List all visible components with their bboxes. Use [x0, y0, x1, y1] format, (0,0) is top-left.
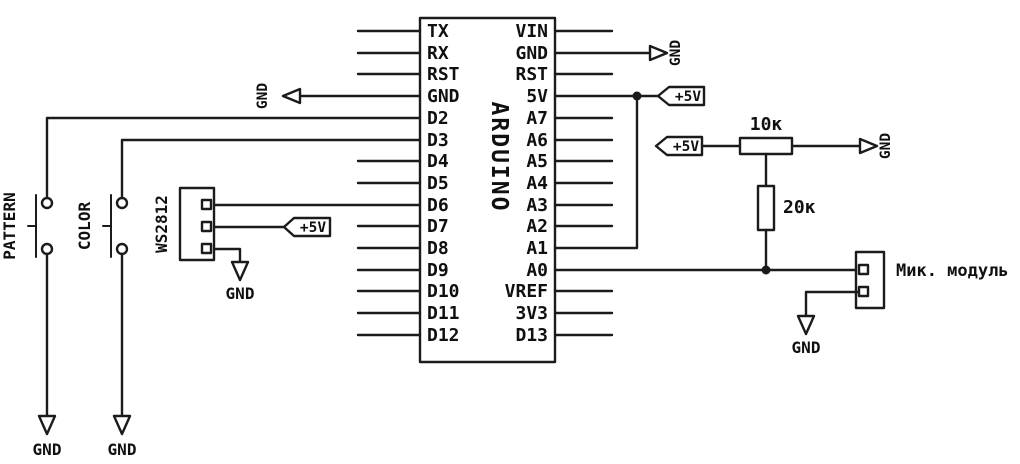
ws2812-label: WS2812	[152, 195, 171, 253]
connector-pin	[857, 263, 870, 276]
connector-pin	[200, 220, 213, 233]
pin-label: RST	[427, 64, 460, 85]
gnd-arrow-right-icon	[648, 44, 669, 62]
resistor-10k-body	[738, 136, 794, 156]
pin-label: A7	[526, 108, 548, 129]
resistor-20k-value: 20к	[783, 197, 816, 218]
pin-label: A0	[526, 260, 548, 281]
gnd-arrow-down-icon	[230, 260, 250, 282]
pin-label: D10	[427, 281, 460, 302]
plus5v-label: +5V	[673, 139, 699, 155]
gnd-label: GND	[226, 284, 255, 303]
color-button-label: COLOR	[75, 202, 94, 251]
pin-label: D4	[427, 151, 449, 172]
plus5v-label: +5V	[300, 220, 326, 236]
junction-dot	[632, 91, 642, 101]
wire-ws2812-gnd	[212, 247, 242, 264]
pin-label: VREF	[505, 281, 548, 302]
voltage-divider: +5V 10к GND 20к	[654, 114, 894, 275]
pin-label: RST	[515, 64, 548, 85]
gnd-flag-left: GND	[255, 83, 422, 109]
connector-pin	[200, 242, 213, 255]
plus5v-flag-icon	[656, 85, 706, 107]
resistor-10k-value: 10к	[750, 114, 783, 135]
pin-label: D5	[427, 173, 449, 194]
resistor-20k-body	[756, 184, 776, 232]
pin-label: VIN	[515, 21, 548, 42]
gnd-label: GND	[108, 440, 137, 459]
mic-module-label: Мик. модуль	[896, 261, 1009, 281]
gnd-arrow-down-icon	[796, 314, 816, 336]
wire-5v-to-a1	[553, 94, 639, 250]
pin-label: A3	[526, 195, 548, 216]
pin-label: D6	[427, 195, 449, 216]
arduino-ic: ARDUINO TX RX RST GND D2 D3 D4 D5 D6	[356, 16, 614, 364]
pin-label: 3V3	[515, 303, 548, 324]
pin-label: D2	[427, 108, 449, 129]
plus5v-label: +5V	[675, 89, 701, 105]
button-terminal	[115, 242, 129, 256]
pin-label: D12	[427, 325, 460, 346]
pin-label: A6	[526, 130, 548, 151]
pattern-button-branch: GND PATTERN	[0, 116, 422, 459]
gnd-flag-right-top: GND	[553, 40, 684, 66]
pattern-button-label: PATTERN	[0, 192, 19, 259]
pin-label: GND	[427, 86, 460, 107]
pin-label: D7	[427, 216, 449, 237]
gnd-label: GND	[878, 133, 894, 159]
pin-label: GND	[515, 43, 548, 64]
pin-label: A5	[526, 151, 548, 172]
pin-label: 5V	[526, 86, 548, 107]
plus5v-flag-icon	[282, 216, 332, 238]
pin-label: D9	[427, 260, 449, 281]
gnd-arrow-down-icon	[37, 414, 57, 436]
button-terminal	[115, 196, 129, 210]
gnd-label: GND	[33, 440, 62, 459]
wire-mic-gnd	[804, 290, 860, 318]
gnd-arrow-left-icon	[281, 87, 302, 105]
gnd-label: GND	[668, 40, 684, 66]
ws2812-connector-branch: +5V GND WS2812	[152, 186, 422, 303]
gnd-label: GND	[792, 338, 821, 357]
arduino-body	[418, 16, 557, 364]
button-terminal	[40, 242, 54, 256]
arduino-label: ARDUINO	[486, 102, 512, 213]
gnd-arrow-down-icon	[112, 414, 132, 436]
pin-label: A2	[526, 216, 548, 237]
color-button-branch: GND COLOR	[75, 138, 422, 459]
connector-pin	[200, 198, 213, 211]
gnd-label: GND	[255, 83, 271, 109]
mic-module-branch: GND Мик. модуль	[553, 250, 1009, 357]
wire-d2	[45, 116, 422, 200]
mic-connector-body	[854, 250, 886, 310]
pin-label: A1	[526, 238, 548, 259]
wire-d3	[120, 138, 422, 200]
pin-label: D13	[515, 325, 548, 346]
pin-label: D3	[427, 130, 449, 151]
pin-label: A4	[526, 173, 548, 194]
pin-label: TX	[427, 21, 449, 42]
gnd-arrow-right-icon	[858, 137, 879, 155]
pin-label: RX	[427, 43, 449, 64]
pin-label: D8	[427, 238, 449, 259]
connector-pin	[857, 285, 870, 298]
plus5v-net: +5V	[553, 85, 706, 250]
pin-label: D11	[427, 303, 460, 324]
button-terminal	[40, 196, 54, 210]
